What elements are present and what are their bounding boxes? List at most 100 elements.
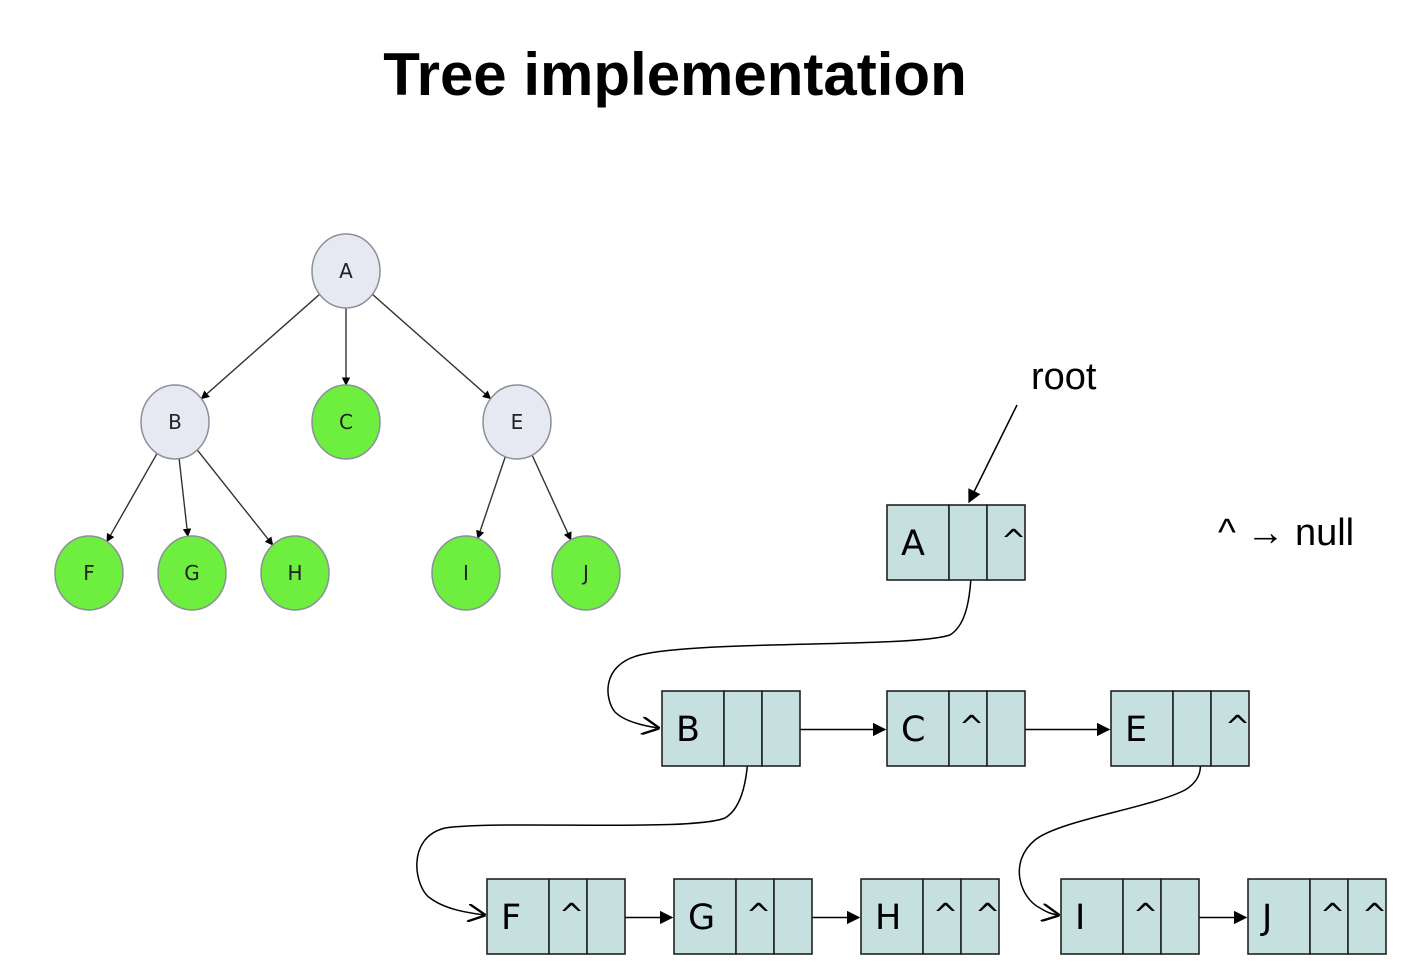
list-node-data-cell bbox=[1247, 878, 1311, 955]
list-node-label: J bbox=[1260, 898, 1272, 938]
tree-node-label: C bbox=[339, 410, 353, 434]
list-node-label: I bbox=[1075, 898, 1085, 938]
list-node-child-cell bbox=[948, 690, 988, 767]
root-label: root bbox=[1031, 356, 1097, 398]
list-node-child-cell bbox=[948, 504, 988, 581]
list-node-G: G^ bbox=[673, 878, 813, 955]
tree-node-G: G bbox=[157, 535, 227, 611]
tree-node-A: A bbox=[311, 233, 381, 309]
tree-node-circle bbox=[157, 535, 227, 611]
tree-edge-B-H bbox=[196, 449, 274, 546]
sibling-null-symbol: ^ bbox=[975, 898, 1000, 933]
tree-node-label: B bbox=[168, 410, 182, 434]
list-node-A: A^ bbox=[886, 504, 1026, 581]
tree-node-circle bbox=[311, 384, 381, 460]
child-null-symbol: ^ bbox=[559, 898, 584, 933]
first-child-link-B-F bbox=[416, 729, 750, 915]
tree-node-label: E bbox=[511, 410, 524, 434]
list-node-data-cell bbox=[486, 878, 550, 955]
tree-edge-E-I bbox=[476, 456, 506, 540]
tree-node-C: C bbox=[311, 384, 381, 460]
list-node-sibling-cell bbox=[1210, 690, 1250, 767]
list-node-F: F^ bbox=[486, 878, 626, 955]
tree-edge-A-B bbox=[200, 293, 321, 400]
tree-node-circle bbox=[140, 384, 210, 460]
list-node-child-cell bbox=[1172, 690, 1212, 767]
child-null-symbol: ^ bbox=[959, 710, 984, 745]
tree-node-F: F bbox=[54, 535, 124, 611]
list-node-sibling-cell bbox=[761, 690, 801, 767]
list-node-sibling-cell bbox=[586, 878, 626, 955]
child-null-symbol: ^ bbox=[1320, 898, 1345, 933]
legend-null-symbol: ^ bbox=[1218, 512, 1236, 554]
child-null-symbol: ^ bbox=[746, 898, 771, 933]
null-legend: ^ → null bbox=[1218, 512, 1354, 555]
list-node-sibling-cell bbox=[960, 878, 1000, 955]
first-child-link-E-I bbox=[1018, 731, 1202, 915]
list-links bbox=[416, 404, 1248, 925]
tree-node-label: G bbox=[184, 561, 200, 585]
list-node-J: J ^ ^ bbox=[1247, 878, 1387, 955]
legend-meaning: null bbox=[1294, 512, 1355, 554]
child-null-symbol: ^ bbox=[933, 898, 958, 933]
root-pointer-arrow bbox=[968, 404, 1018, 504]
tree-node-circle bbox=[311, 233, 381, 309]
tree-nodes: A B C E F G H I J bbox=[54, 233, 621, 611]
list-node-C: C^ bbox=[886, 690, 1026, 767]
tree-node-I: I bbox=[431, 535, 501, 611]
list-node-data-cell bbox=[1060, 878, 1124, 955]
tree-edge-A-E bbox=[371, 293, 492, 400]
tree-node-label: A bbox=[339, 259, 353, 283]
child-null-symbol: ^ bbox=[1133, 898, 1158, 933]
tree-node-circle bbox=[482, 384, 552, 460]
tree-node-circle bbox=[54, 535, 124, 611]
tree-edge-E-J bbox=[531, 454, 572, 541]
tree-node-circle bbox=[260, 535, 330, 611]
list-node-data-cell bbox=[886, 690, 950, 767]
list-node-label: E bbox=[1125, 710, 1147, 750]
legend-arrow-icon: → bbox=[1246, 512, 1285, 554]
tree-node-J: J bbox=[551, 535, 621, 611]
list-node-label: H bbox=[875, 898, 901, 938]
list-node-label: B bbox=[676, 710, 700, 750]
list-node-child-cell bbox=[1122, 878, 1162, 955]
list-node-label: A bbox=[901, 524, 925, 564]
tree-node-circle bbox=[551, 535, 621, 611]
tree-node-label: J bbox=[581, 561, 589, 585]
list-node-sibling-cell bbox=[986, 690, 1026, 767]
tree-node-B: B bbox=[140, 384, 210, 460]
tree-edge-B-F bbox=[106, 453, 158, 543]
list-node-sibling-cell bbox=[1160, 878, 1200, 955]
list-node-sibling-cell bbox=[986, 504, 1026, 581]
list-node-B: B bbox=[661, 690, 801, 767]
first-child-link-A-B bbox=[607, 544, 973, 728]
sibling-null-symbol: ^ bbox=[1225, 710, 1250, 745]
list-node-label: C bbox=[901, 710, 925, 750]
sibling-null-symbol: ^ bbox=[1001, 524, 1026, 559]
tree-node-label: I bbox=[463, 561, 469, 585]
tree-node-label: H bbox=[287, 561, 302, 585]
sibling-null-symbol: ^ bbox=[1362, 898, 1387, 933]
tree-node-E: E bbox=[482, 384, 552, 460]
list-node-data-cell bbox=[1110, 690, 1174, 767]
list-node-data-cell bbox=[860, 878, 924, 955]
list-node-E: E^ bbox=[1110, 690, 1250, 767]
list-node-sibling-cell bbox=[773, 878, 813, 955]
tree-node-H: H bbox=[260, 535, 330, 611]
list-node-child-cell bbox=[1309, 878, 1349, 955]
list-node-I: I^ bbox=[1060, 878, 1200, 955]
list-node-label: G bbox=[688, 898, 715, 938]
tree-node-label: F bbox=[83, 561, 95, 585]
tree-edge-B-G bbox=[178, 458, 192, 538]
tree-edges bbox=[106, 293, 572, 546]
list-node-H: H ^ ^ bbox=[860, 878, 1000, 955]
list-node-child-cell bbox=[723, 690, 763, 767]
list-node-label: F bbox=[501, 898, 521, 938]
list-node-child-cell bbox=[735, 878, 775, 955]
list-node-data-cell bbox=[673, 878, 737, 955]
page-title: Tree implementation bbox=[383, 41, 967, 108]
list-node-sibling-cell bbox=[1347, 878, 1387, 955]
tree-node-circle bbox=[431, 535, 501, 611]
